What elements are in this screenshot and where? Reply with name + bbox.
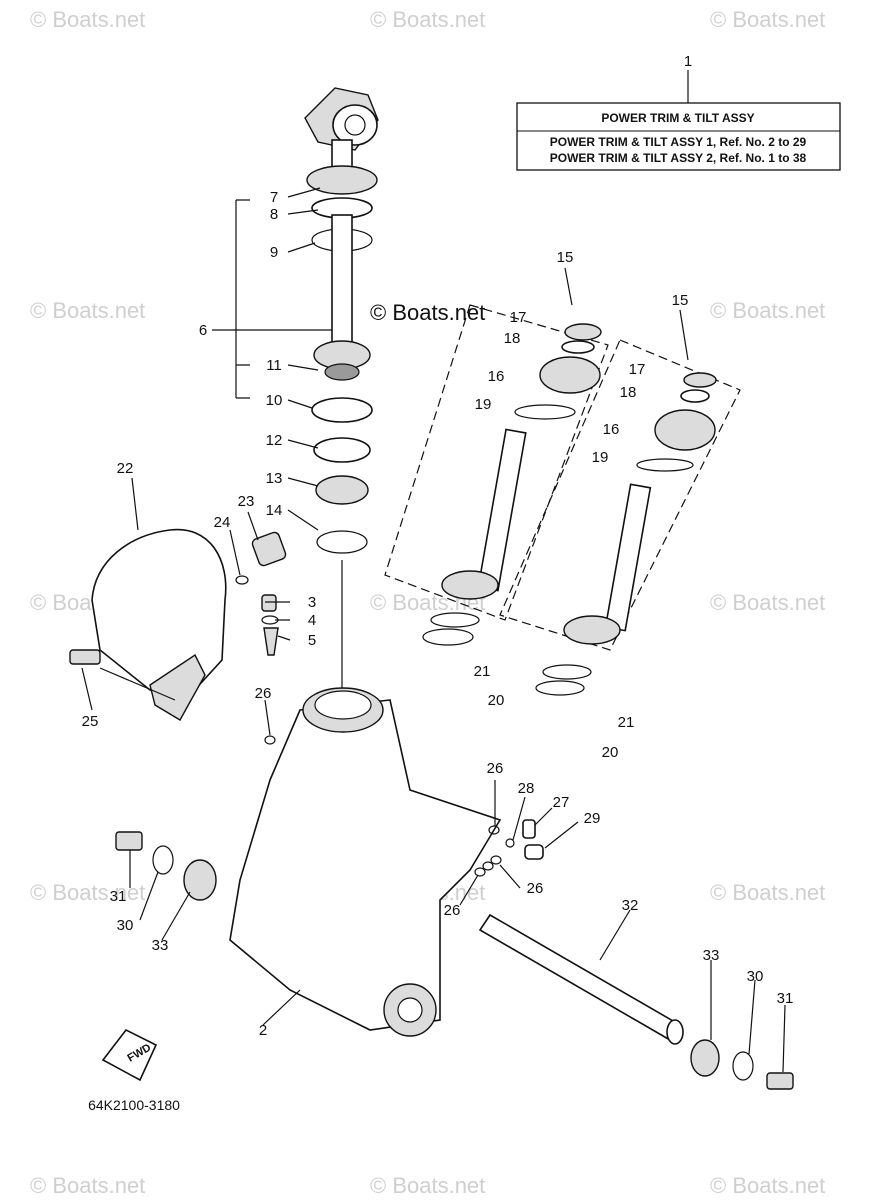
callout-17-right: 17 xyxy=(629,361,646,378)
callout-20-right: 20 xyxy=(602,744,619,761)
callout-11: 11 xyxy=(266,357,282,374)
watermark: © Boats.net xyxy=(30,1173,145,1198)
leader-lines xyxy=(81,187,786,1073)
callout-26-right: 26 xyxy=(487,760,504,777)
watermark: © Boats.net xyxy=(710,7,825,32)
callout-labels: 1 7 8 9 6 11 10 12 13 14 15 15 17 18 16 … xyxy=(82,53,794,1039)
callout-26-top: 26 xyxy=(255,685,272,702)
callout-21-right: 21 xyxy=(618,714,635,731)
title-line-2: POWER TRIM & TILT ASSY 2, Ref. No. 1 to … xyxy=(550,151,807,165)
callout-10: 10 xyxy=(266,392,283,409)
watermark: © Boats.net xyxy=(370,7,485,32)
tilt-rod-assembly xyxy=(304,87,379,705)
watermark: © Boats.net xyxy=(370,1173,485,1198)
watermark: © Boats.net xyxy=(30,298,145,323)
center-watermark: © Boats.net xyxy=(370,300,485,325)
callout-24: 24 xyxy=(214,514,231,531)
title-heading: POWER TRIM & TILT ASSY xyxy=(601,111,754,125)
callout-26-lower-right: 26 xyxy=(527,880,544,897)
housing-assembly xyxy=(69,528,794,1090)
callout-9: 9 xyxy=(270,244,278,261)
callout-2: 2 xyxy=(259,1022,267,1039)
watermark: © Boats.net xyxy=(710,880,825,905)
watermark: © Boats.net xyxy=(710,1173,825,1198)
callout-16-right: 16 xyxy=(603,421,620,438)
watermark: © Boats.net xyxy=(30,880,145,905)
callout-15-left: 15 xyxy=(557,249,574,266)
callout-18-right: 18 xyxy=(620,384,637,401)
callout-33-right: 33 xyxy=(703,947,720,964)
callout-32: 32 xyxy=(622,897,639,914)
callout-3: 3 xyxy=(308,594,316,611)
watermark: © Boats.net xyxy=(710,298,825,323)
callout-28: 28 xyxy=(518,780,535,797)
callout-19-left: 19 xyxy=(475,396,492,413)
callout-4: 4 xyxy=(308,612,316,629)
callout-12: 12 xyxy=(266,432,283,449)
watermark: © Boats.net xyxy=(710,590,825,615)
callout-20-left: 20 xyxy=(488,692,505,709)
callout-17-left: 17 xyxy=(510,309,527,326)
callout-21-left: 21 xyxy=(474,663,491,680)
callout-8: 8 xyxy=(270,206,278,223)
callout-16-left: 16 xyxy=(488,368,505,385)
callout-29: 29 xyxy=(584,810,601,827)
callout-33-left: 33 xyxy=(152,937,169,954)
watermark-group: © Boats.net © Boats.net © Boats.net © Bo… xyxy=(30,7,825,1198)
callout-31-left: 31 xyxy=(110,888,127,905)
callout-5: 5 xyxy=(308,632,316,649)
title-line-1: POWER TRIM & TILT ASSY 1, Ref. No. 2 to … xyxy=(550,135,807,149)
callout-19-right: 19 xyxy=(592,449,609,466)
callout-15-right: 15 xyxy=(672,292,689,309)
callout-26-lower: 26 xyxy=(444,902,461,919)
callout-30-left: 30 xyxy=(117,917,134,934)
callout-25: 25 xyxy=(82,713,99,730)
callout-22: 22 xyxy=(117,460,134,477)
callout-27: 27 xyxy=(553,794,570,811)
trim-cylinder-assembly xyxy=(384,304,741,696)
title-box: POWER TRIM & TILT ASSY POWER TRIM & TILT… xyxy=(516,70,841,171)
watermark: © Boats.net xyxy=(30,7,145,32)
diagram-code: 64K2100-3180 xyxy=(88,1097,180,1113)
callout-14: 14 xyxy=(266,502,283,519)
callout-23: 23 xyxy=(238,493,255,510)
callout-13: 13 xyxy=(266,470,283,487)
callout-1: 1 xyxy=(684,53,692,70)
callout-18-left: 18 xyxy=(504,330,521,347)
callout-31-right: 31 xyxy=(777,990,794,1007)
callout-7: 7 xyxy=(270,189,278,206)
callout-6: 6 xyxy=(199,322,207,339)
callout-30-right: 30 xyxy=(747,968,764,985)
